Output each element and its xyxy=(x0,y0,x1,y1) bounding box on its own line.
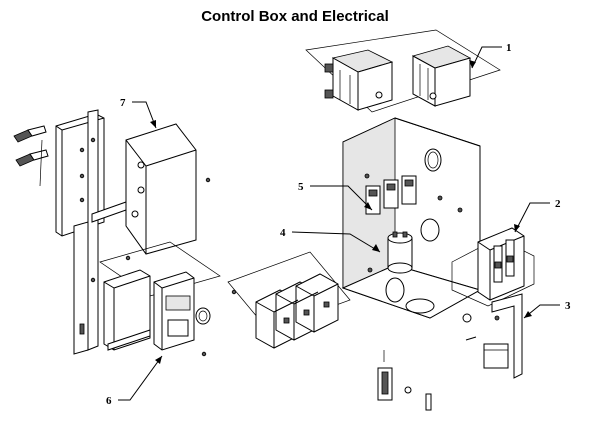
callout-label-3: 3 xyxy=(565,300,571,312)
fuse-holder xyxy=(377,350,432,411)
terminal-bracket xyxy=(465,293,523,379)
callout-1: 1 xyxy=(469,42,512,69)
callout-label-5: 5 xyxy=(298,181,304,193)
callout-7: 7 xyxy=(120,97,157,129)
contactor xyxy=(451,227,535,307)
side-panel-bracket xyxy=(55,109,127,355)
capacitor xyxy=(385,231,413,303)
callout-label-7: 7 xyxy=(120,97,126,109)
callout-label-6: 6 xyxy=(106,395,112,407)
diagram-title: Control Box and Electrical xyxy=(201,8,389,25)
callout-label-1: 1 xyxy=(506,42,512,54)
callout-label-2: 2 xyxy=(555,198,561,210)
wire-connectors xyxy=(13,125,49,187)
lower-relay-group xyxy=(227,251,351,349)
control-box-housing xyxy=(341,117,482,323)
callout-6: 6 xyxy=(106,355,163,407)
callout-3: 3 xyxy=(523,300,571,319)
callout-4: 4 xyxy=(280,227,381,253)
transformer-group xyxy=(305,29,501,113)
cover-plate xyxy=(125,123,211,255)
callout-label-4: 4 xyxy=(280,227,286,239)
callout-5: 5 xyxy=(298,181,373,211)
control-panel xyxy=(99,241,237,357)
callout-2: 2 xyxy=(514,198,561,233)
